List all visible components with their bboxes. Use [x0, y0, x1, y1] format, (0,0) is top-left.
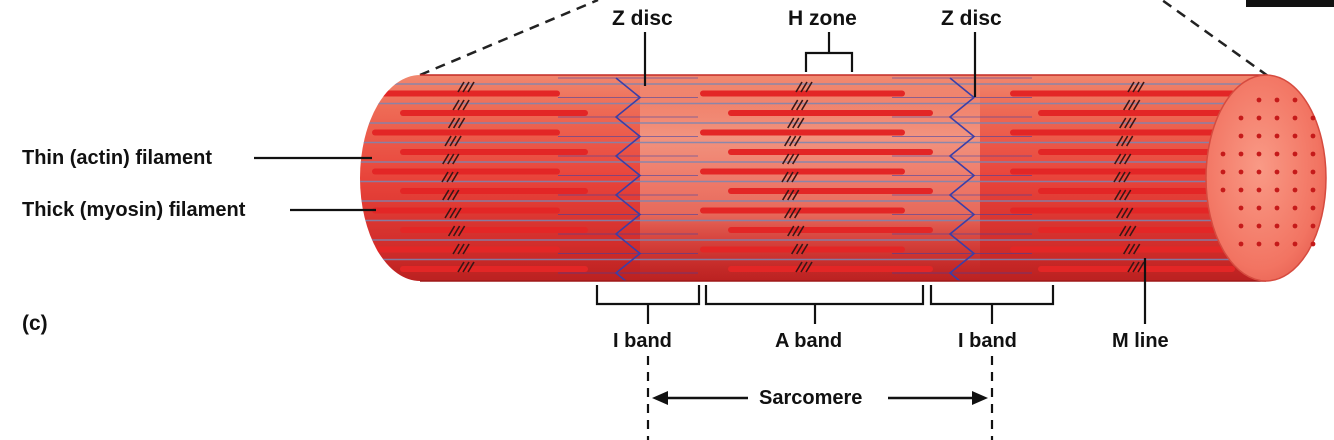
- cross-section-dot: [1293, 134, 1298, 139]
- h-zone-label: H zone: [788, 8, 857, 29]
- cross-section-dot: [1311, 224, 1316, 229]
- thin-filament-label: Thin (actin) filament: [22, 148, 212, 168]
- sarcomere-label: Sarcomere: [759, 388, 862, 408]
- cross-section-dot: [1257, 170, 1262, 175]
- cross-section-dot: [1275, 134, 1280, 139]
- thick-filament: [1010, 91, 1235, 97]
- cross-section-dot: [1311, 170, 1316, 175]
- i-band-left-bracket: [597, 285, 699, 304]
- thick-filament: [1010, 247, 1235, 253]
- thick-filament: [400, 266, 588, 272]
- thick-filament: [372, 91, 560, 97]
- cross-section-dot: [1293, 206, 1298, 211]
- cross-section-dot: [1275, 98, 1280, 103]
- a-band-label: A band: [775, 331, 842, 351]
- cross-section-dot: [1275, 170, 1280, 175]
- cross-section-dot: [1257, 206, 1262, 211]
- h-zone-bracket: [806, 32, 852, 72]
- zoom-line-right: [1162, 0, 1268, 76]
- cross-section-dot: [1311, 206, 1316, 211]
- cross-section-dot: [1257, 242, 1262, 247]
- thick-filament: [700, 208, 905, 214]
- cross-section-dot: [1239, 152, 1244, 157]
- cross-section-dot: [1257, 134, 1262, 139]
- cross-section-dot: [1275, 242, 1280, 247]
- cross-section-dot: [1221, 188, 1226, 193]
- cross-section-dot: [1239, 242, 1244, 247]
- thick-filament: [700, 169, 905, 175]
- i-band-right-bracket: [931, 285, 1053, 304]
- cross-section-dot: [1293, 188, 1298, 193]
- a-band-bracket: [706, 285, 923, 304]
- cross-section-dot: [1293, 152, 1298, 157]
- thick-filament: [728, 227, 933, 233]
- cross-section-dot: [1293, 170, 1298, 175]
- cross-section-dot: [1275, 206, 1280, 211]
- thick-filament: [728, 188, 933, 194]
- thick-filament-label: Thick (myosin) filament: [22, 200, 245, 220]
- cross-section-dot: [1275, 224, 1280, 229]
- cross-section-dot: [1311, 152, 1316, 157]
- thick-filament: [1010, 130, 1235, 136]
- z-disc-left-label: Z disc: [612, 8, 673, 29]
- z-disc-right-label: Z disc: [941, 8, 1002, 29]
- thick-filament: [400, 110, 588, 116]
- cross-section-dot: [1257, 152, 1262, 157]
- thick-filament: [700, 91, 905, 97]
- thick-filament: [400, 149, 588, 155]
- cross-section-dot: [1311, 134, 1316, 139]
- thick-filament: [1038, 149, 1235, 155]
- thick-filament: [728, 266, 933, 272]
- thick-filament: [728, 110, 933, 116]
- thick-filament: [372, 169, 560, 175]
- cross-section-dot: [1293, 242, 1298, 247]
- cross-section-dot: [1275, 188, 1280, 193]
- cross-section-dot: [1293, 224, 1298, 229]
- cross-section-dot: [1275, 152, 1280, 157]
- cross-section-dot: [1257, 116, 1262, 121]
- thick-filament: [1038, 227, 1235, 233]
- m-line-label: M line: [1112, 331, 1169, 351]
- cross-section-dot: [1293, 116, 1298, 121]
- thick-filament: [400, 188, 588, 194]
- thick-filament: [700, 130, 905, 136]
- i-band-left-label: I band: [613, 331, 672, 351]
- cross-section-dot: [1311, 242, 1316, 247]
- cross-section-dot: [1257, 188, 1262, 193]
- cross-section-dot: [1239, 116, 1244, 121]
- i-band-right-label: I band: [958, 331, 1017, 351]
- cross-section-dot: [1311, 188, 1316, 193]
- thick-filament: [1038, 188, 1235, 194]
- cross-section-dot: [1311, 116, 1316, 121]
- cross-section-dot: [1293, 98, 1298, 103]
- frame-edge: [1246, 0, 1334, 7]
- cross-section-dot: [1239, 206, 1244, 211]
- panel-label: (c): [22, 313, 48, 334]
- thick-filament: [400, 227, 588, 233]
- thick-filament: [1010, 169, 1235, 175]
- myofibril-body: [340, 70, 1280, 293]
- cross-section-dot: [1221, 170, 1226, 175]
- cross-section-dot: [1239, 134, 1244, 139]
- cross-section-dot: [1239, 170, 1244, 175]
- cross-section-dot: [1257, 224, 1262, 229]
- thick-filament: [372, 208, 560, 214]
- thick-filament: [372, 130, 560, 136]
- zoom-line-left: [420, 0, 598, 75]
- cross-section-dot: [1239, 188, 1244, 193]
- cross-section-dot: [1221, 152, 1226, 157]
- thick-filament: [1038, 110, 1235, 116]
- cross-section-dot: [1257, 98, 1262, 103]
- cross-section-dot: [1239, 224, 1244, 229]
- cross-section-dot: [1275, 116, 1280, 121]
- cross-section: [1206, 75, 1326, 281]
- thick-filament: [728, 149, 933, 155]
